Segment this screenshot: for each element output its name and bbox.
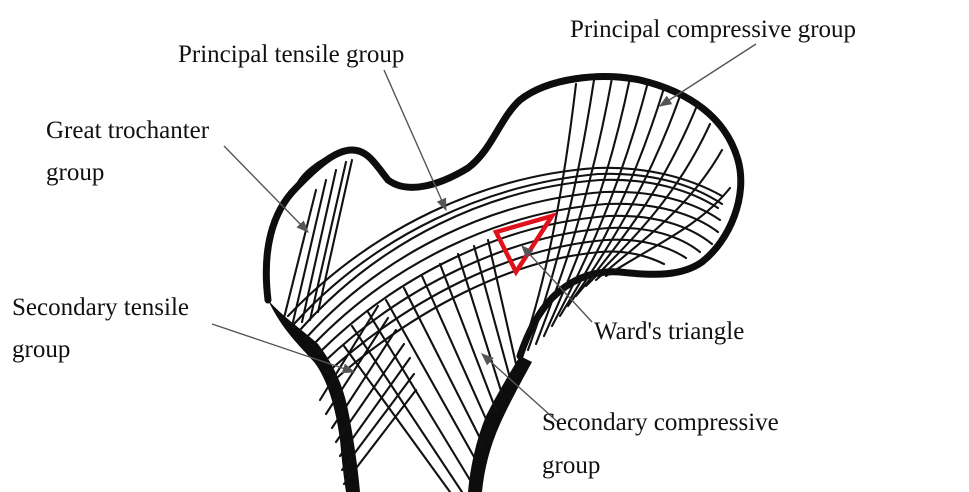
wards-triangle-label: Ward's triangle [594,318,744,345]
labels: Principal compressive group Principal te… [12,16,856,479]
medial-cortex [468,356,532,492]
secondary-compressive-label-line2: group [542,452,600,479]
principal-tensile-label: Principal tensile group [178,41,404,68]
principal-compressive-label: Principal compressive group [570,16,856,43]
secondary-tensile-label-line1: Secondary tensile [12,294,189,321]
secondary-tensile-pointer [212,324,354,372]
secondary-compressive-label-line1: Secondary compressive [542,409,779,436]
secondary-compressive-trabeculae [344,240,516,492]
secondary-tensile-label-line2: group [12,336,70,363]
great-trochanter-label-line1: Great trochanter [46,117,210,144]
principal-compressive-pointer [660,44,756,106]
great-trochanter-label-line2: group [46,159,104,186]
great-trochanter-trabeculae [284,160,352,322]
